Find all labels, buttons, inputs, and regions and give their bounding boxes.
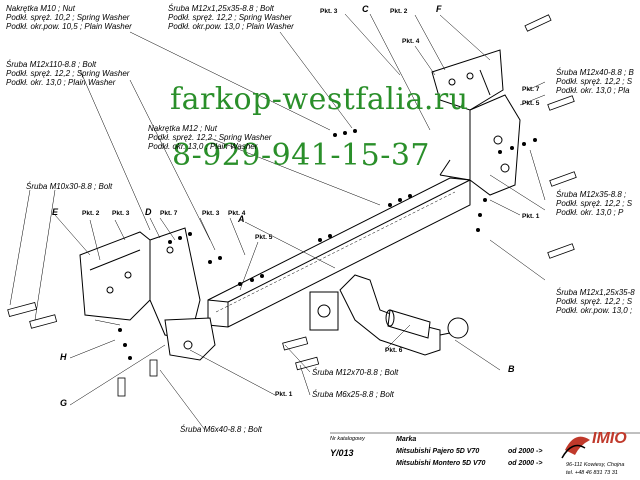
label-bolt-m6x25: Śruba M6x25-8.8 ; Bolt <box>312 390 394 399</box>
pkt-2-top: Pkt. 2 <box>390 8 408 15</box>
catalog-marka-label: Marka <box>396 436 417 443</box>
catalog-nr-label: Nr katalogowy <box>330 436 365 442</box>
watermark-site: farkop-westfalia.ru <box>170 82 469 117</box>
catalog-nr-value: Y/013 <box>330 448 354 458</box>
part-letter-f: F <box>436 4 442 14</box>
lower-plate <box>164 317 216 361</box>
left-bracket <box>79 227 201 341</box>
label-bolt-m12x110: Śruba M12x110-8.8 ; Bolt Podkł. spręż. 1… <box>6 60 130 87</box>
leader-lines <box>9 13 546 431</box>
part-letter-c: C <box>362 4 369 14</box>
label-bolt-m12x35: Śruba M12x35-8.8 ; Podkł. spręż. 12,2 ; … <box>556 190 633 217</box>
company-address: 96-111 Kowiesy, Chojna <box>566 462 625 468</box>
part-letter-d: D <box>145 207 152 217</box>
watermark-phone: 8-929-941-15-37 <box>172 138 431 173</box>
label-bolt-m10x30: Śruba M10x30-8.8 ; Bolt <box>26 182 113 191</box>
label-bolt-m12x40: Śruba M12x40-8.8 ; B Podkł. spręż. 12,2 … <box>556 68 634 95</box>
part-letter-h: H <box>60 352 67 362</box>
company-logo-mark <box>561 436 590 459</box>
pkt-4-mid: Pkt. 4 <box>228 210 246 217</box>
catalog-model-2: Mitsubishi Montero 5D V70 <box>396 460 486 467</box>
pkt-1-bottom: Pkt. 1 <box>275 391 293 398</box>
label-bolt-m12x125x35-bottom: Śruba M12x1,25x35-8 Podkł. spręż. 12,2 ;… <box>556 288 635 315</box>
pkt-4-top: Pkt. 4 <box>402 38 420 45</box>
pkt-7-left: Pkt. 7 <box>160 210 178 217</box>
label-bolt-m12x70: Śruba M12x70-8.8 ; Bolt <box>312 368 399 377</box>
pkt-1-right: Pkt. 1 <box>522 213 540 220</box>
part-letter-b: B <box>508 364 515 374</box>
catalog-year-1: od 2000 -> <box>508 448 543 455</box>
washers <box>118 129 537 360</box>
company-phone: tel. +48 46 831 73 31 <box>566 470 618 476</box>
ball-cylinder <box>385 309 431 339</box>
part-letter-g: G <box>60 398 68 408</box>
label-nut-m10: Nakrętka M10 ; Nut Podkł. spręż. 10,2 ; … <box>6 4 132 31</box>
catalog-year-2: od 2000 -> <box>508 460 543 467</box>
company-logo-text: IMIO <box>592 430 627 447</box>
pkt-5-right: Pkt. 5 <box>522 100 540 107</box>
label-bolt-m6x40: Śruba M6x40-8.8 ; Bolt <box>180 425 262 434</box>
pkt-3-top: Pkt. 3 <box>320 8 338 15</box>
pkt-6-bottom: Pkt. 6 <box>385 347 403 354</box>
pkt-7-right: Pkt. 7 <box>522 86 540 93</box>
part-letter-e: E <box>52 207 59 217</box>
label-bolt-m12x125x35-top: Śruba M12x1,25x35-8.8 ; Bolt Podkł. sprę… <box>168 4 294 31</box>
right-bracket <box>431 49 521 196</box>
bolts <box>7 14 577 397</box>
pkt-3-mid: Pkt. 3 <box>202 210 220 217</box>
catalog-model-1: Mitsubishi Pajero 5D V70 <box>396 448 480 455</box>
pkt-5-mid: Pkt. 5 <box>255 234 273 241</box>
pkt-3-left: Pkt. 3 <box>112 210 130 217</box>
crossbar <box>207 177 471 328</box>
pkt-2-left: Pkt. 2 <box>82 210 100 217</box>
part-letter-a: A <box>238 214 245 224</box>
label-nut-m12: Nakrętka M12 ; Nut Podkł. spręż. 12,2 ; … <box>148 124 272 151</box>
